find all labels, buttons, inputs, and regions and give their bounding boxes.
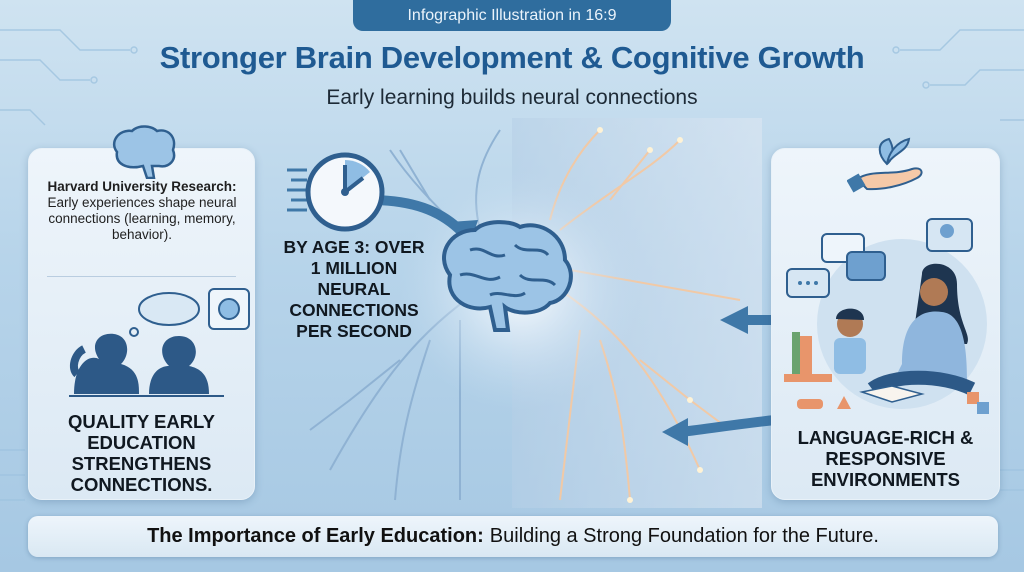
environment-caption: LANGUAGE-RICH & RESPONSIVE ENVIRONMENTS <box>797 427 974 490</box>
brain-icon <box>112 125 176 179</box>
central-brain-icon <box>442 220 573 332</box>
research-text: Harvard University Research: Early exper… <box>47 179 237 242</box>
footer-text: Building a Strong Foundation for the Fut… <box>489 525 879 547</box>
research-card: Harvard University Research: Early exper… <box>28 125 255 500</box>
children-talking-icon <box>69 288 250 397</box>
page-title: Stronger Brain Development & Cognitive G… <box>159 40 865 75</box>
page-subtitle: Early learning builds neural connections <box>326 86 698 109</box>
environment-card: LANGUAGE-RICH & RESPONSIVE ENVIRONMENTS <box>771 137 1000 500</box>
age-three-stat: BY AGE 3: OVER 1 MILLION NEURAL CONNECTI… <box>283 237 425 341</box>
parent-child-reading-illustration <box>784 218 989 414</box>
header-badge: Infographic Illustration in 16:9 <box>353 0 671 31</box>
footer-banner: The Importance of Early Education: Build… <box>28 516 998 557</box>
clock-icon <box>287 152 385 232</box>
hand-sprout-icon <box>847 137 923 193</box>
footer-bold: The Importance of Early Education: <box>147 525 484 547</box>
quality-education-caption: QUALITY EARLY EDUCATION STRENGTHENS CONN… <box>68 411 215 495</box>
